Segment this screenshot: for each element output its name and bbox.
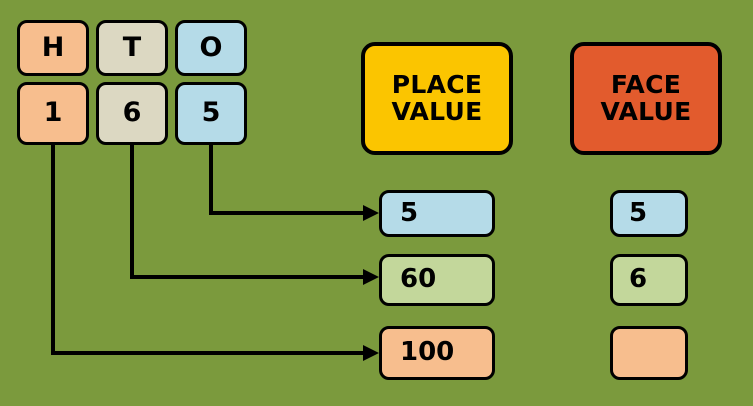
face-value-box-hundreds-blank — [610, 326, 688, 380]
place-value-box-tens-label: 60 — [400, 264, 437, 295]
place-value-banner: PLACE VALUE — [361, 42, 513, 155]
place-header-hundreds-label: H — [41, 31, 65, 63]
connector-tens-to-60 — [130, 145, 363, 279]
digit-ones: 5 — [175, 82, 247, 145]
digit-tens-label: 6 — [122, 97, 142, 129]
arrowhead-ones-to-5 — [363, 205, 379, 221]
face-value-banner: FACE VALUE — [570, 42, 722, 155]
place-value-box-tens: 60 — [379, 254, 495, 306]
place-header-tens-label: T — [122, 31, 142, 63]
face-value-box-tens: 6 — [610, 254, 688, 306]
digit-hundreds-label: 1 — [43, 97, 63, 129]
place-value-box-hundreds: 100 — [379, 326, 495, 380]
face-value-banner-line2: VALUE — [600, 96, 692, 126]
place-header-hundreds: H — [17, 20, 89, 76]
digit-tens: 6 — [96, 82, 168, 145]
place-header-tens: T — [96, 20, 168, 76]
place-header-ones: O — [175, 20, 247, 76]
face-value-box-ones-label: 5 — [629, 197, 648, 228]
face-value-banner-line1: FACE — [610, 70, 682, 100]
digit-hundreds: 1 — [17, 82, 89, 145]
place-value-box-ones-label: 5 — [400, 197, 419, 228]
face-value-box-ones: 5 — [610, 190, 688, 237]
arrowhead-tens-to-60 — [363, 269, 379, 285]
place-value-banner-line1: PLACE — [391, 70, 483, 100]
connector-hundreds-to-100 — [51, 145, 363, 355]
place-value-box-hundreds-label: 100 — [400, 337, 455, 368]
place-header-ones-label: O — [199, 31, 223, 63]
place-value-box-ones: 5 — [379, 190, 495, 237]
connector-ones-to-5 — [209, 145, 363, 215]
place-value-banner-line2: VALUE — [391, 96, 483, 126]
face-value-box-tens-label: 6 — [629, 264, 648, 295]
digit-ones-label: 5 — [201, 97, 221, 129]
arrowhead-hundreds-to-100 — [363, 345, 379, 361]
